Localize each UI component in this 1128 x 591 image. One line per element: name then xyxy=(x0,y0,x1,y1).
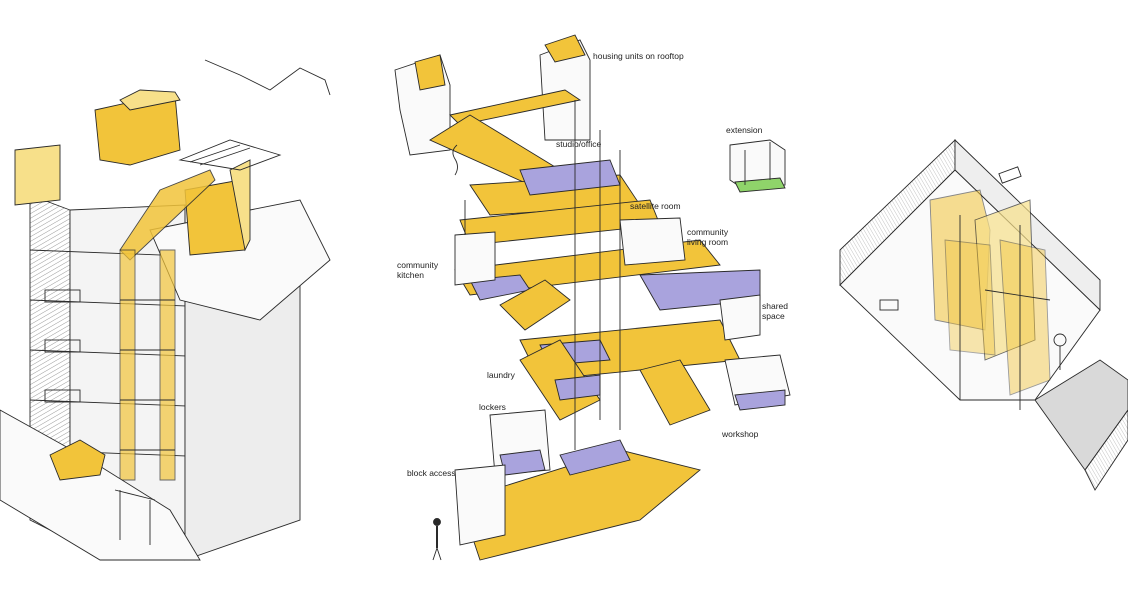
label-lockers: lockers xyxy=(479,402,506,412)
label-community-living-2: living room xyxy=(687,237,729,247)
label-shared-1: shared xyxy=(762,301,788,311)
label-community-living-1: community xyxy=(687,227,729,237)
label-community-kitchen-2: kitchen xyxy=(397,270,424,280)
left-building-sketch xyxy=(0,59,331,561)
label-satellite-room: satellite room xyxy=(630,201,681,211)
label-laundry: laundry xyxy=(487,370,515,380)
label-block-access: block access xyxy=(407,468,456,478)
label-workshop: workshop xyxy=(722,429,759,439)
label-studio-office: studio/office xyxy=(556,139,602,149)
label-community-kitchen-1: community xyxy=(397,260,439,270)
label-shared-2: space xyxy=(762,311,785,321)
label-housing-units: housing units on rooftop xyxy=(593,51,684,61)
right-interior-sketch xyxy=(839,138,1128,491)
label-extension: extension xyxy=(726,125,763,135)
center-exploded-diagram xyxy=(394,34,791,561)
